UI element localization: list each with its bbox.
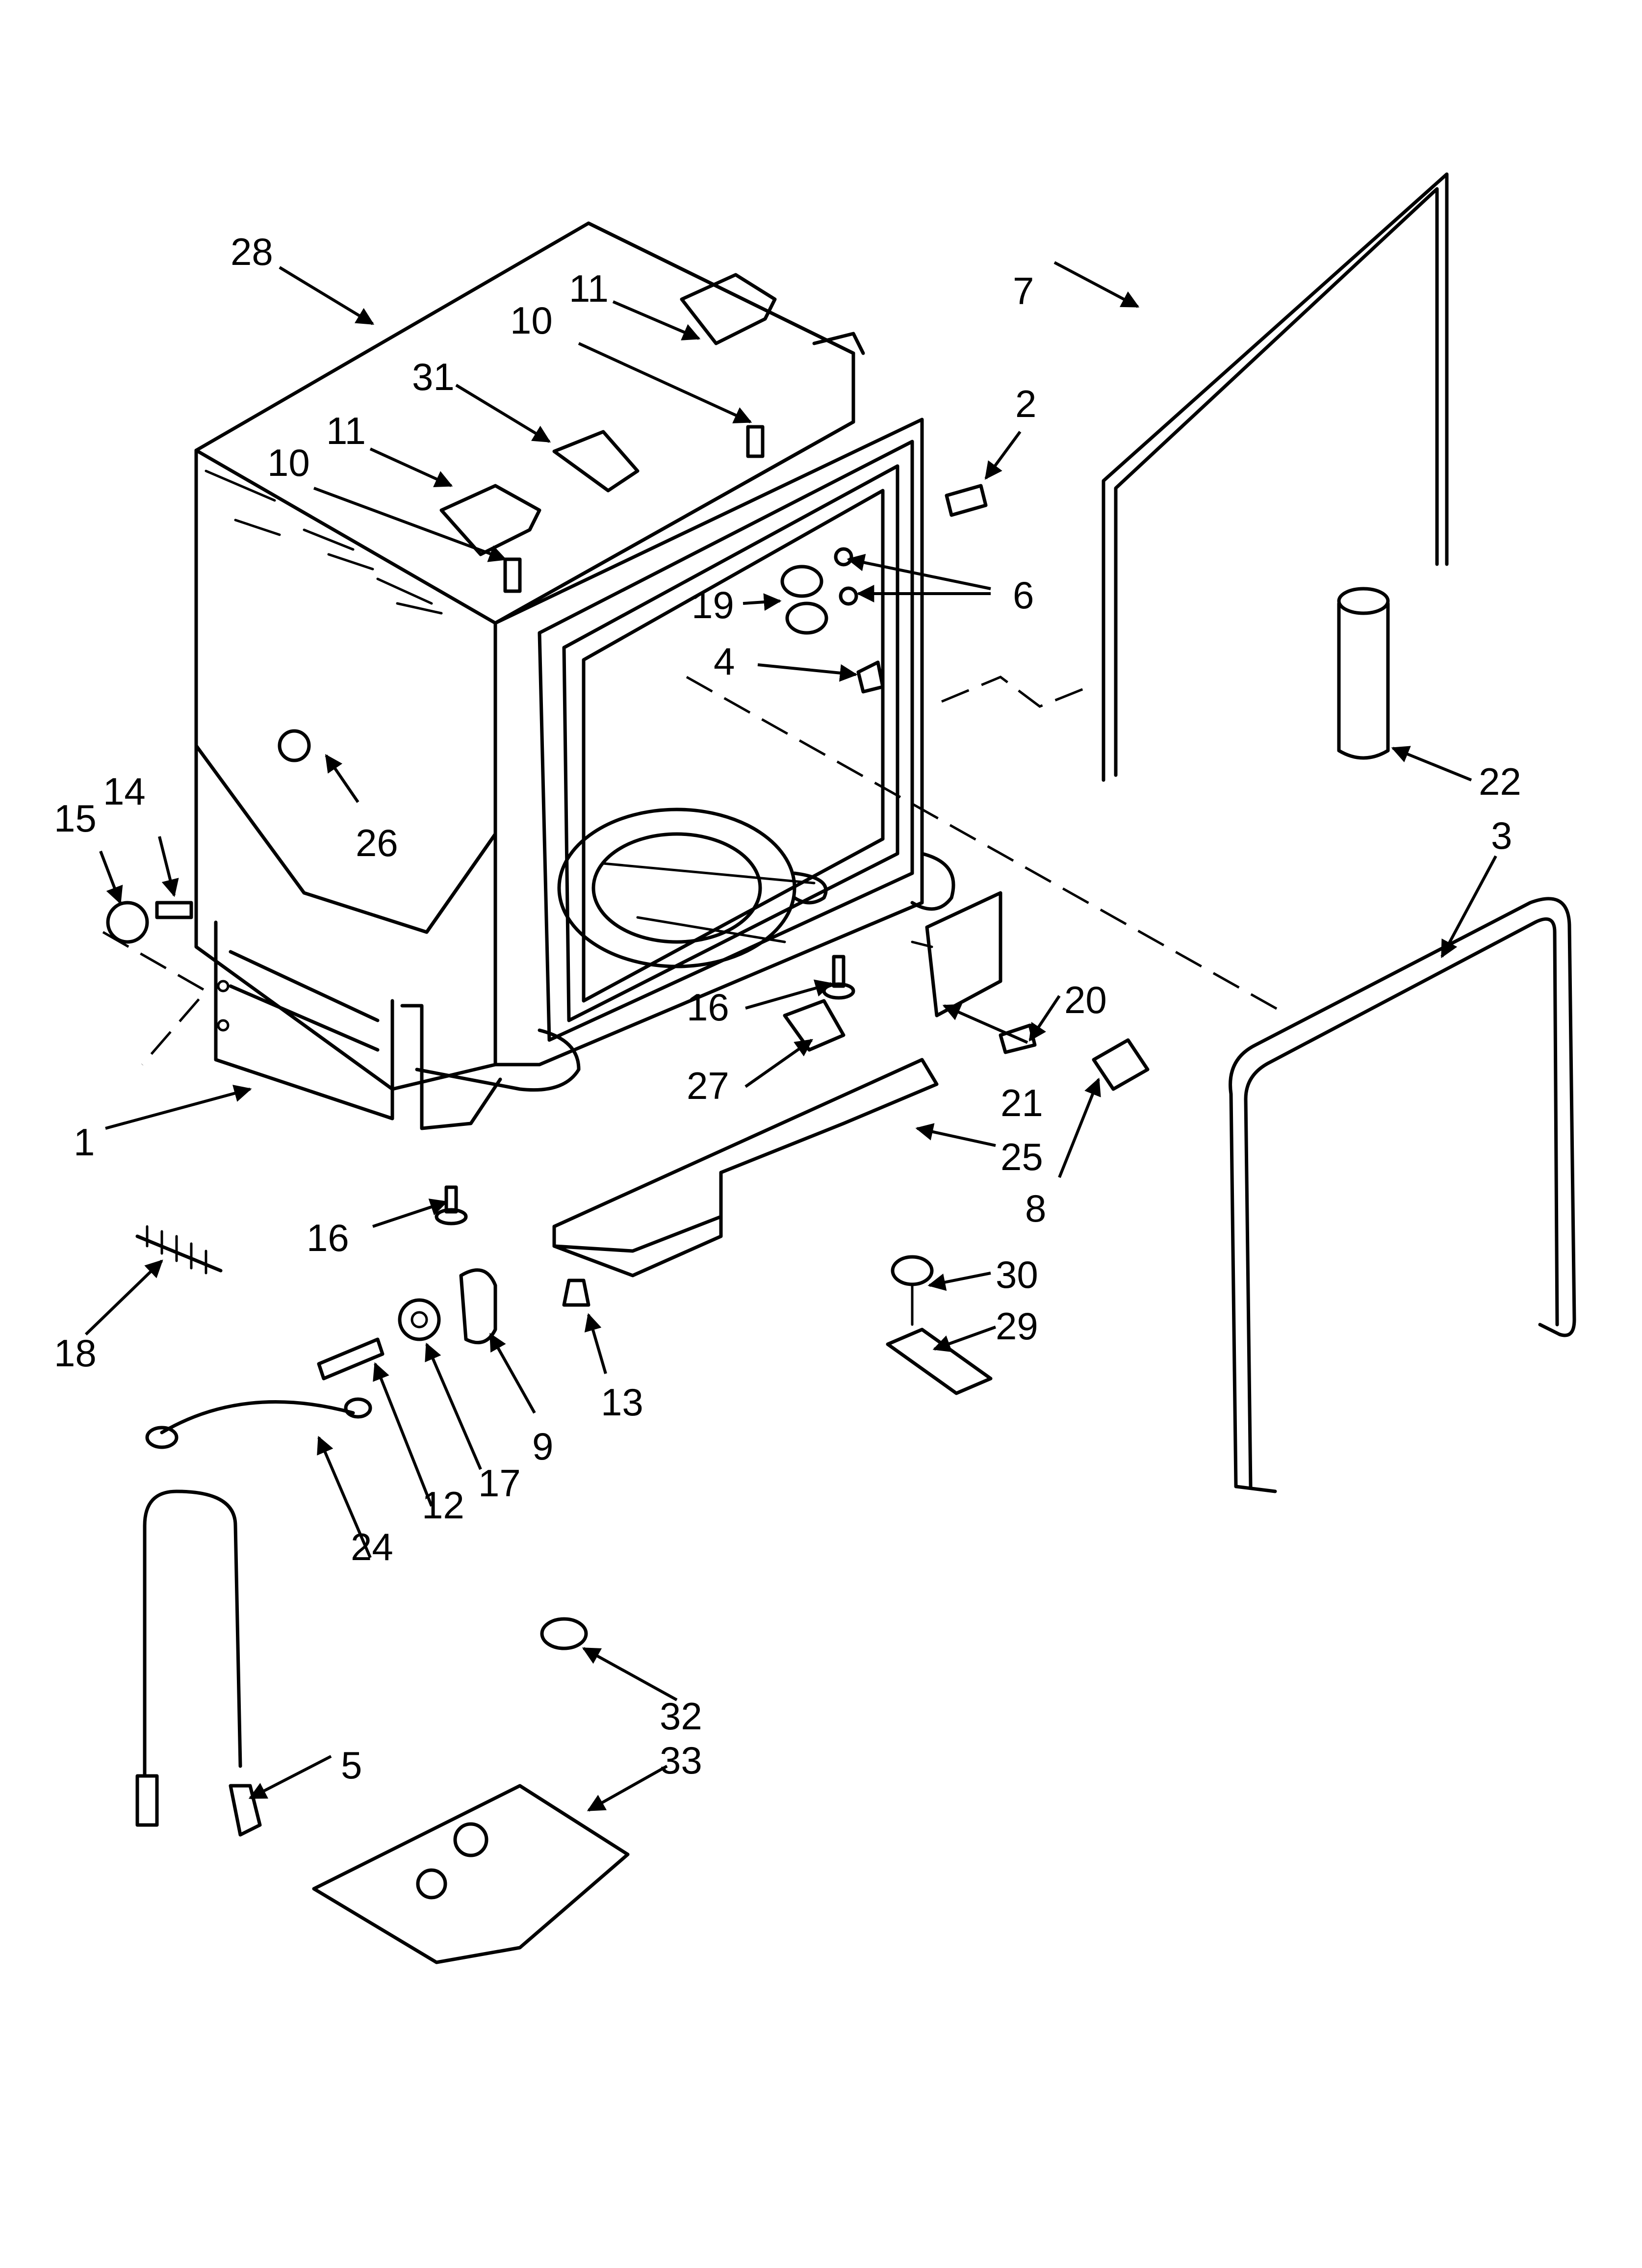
part-3-gasket xyxy=(1229,897,1576,1493)
callouts: 28 11 10 31 11 10 7 2 6 19 4 26 14 15 22… xyxy=(54,230,1521,1787)
part-7-gasket xyxy=(1102,172,1449,782)
callout-31: 31 xyxy=(412,355,455,398)
callout-13: 13 xyxy=(601,1381,643,1424)
callout-33: 33 xyxy=(660,1739,702,1782)
alignment-line xyxy=(941,676,1089,708)
callout-19: 19 xyxy=(692,583,734,626)
callout-15: 15 xyxy=(54,797,97,840)
callout-18: 18 xyxy=(54,1331,97,1375)
callout-20: 20 xyxy=(1064,978,1107,1021)
callout-8: 8 xyxy=(1025,1187,1046,1230)
alignment-line xyxy=(102,931,208,1066)
callout-25: 25 xyxy=(1001,1135,1043,1178)
callout-22: 22 xyxy=(1479,760,1521,803)
callout-10: 10 xyxy=(267,441,310,484)
tub-assembly xyxy=(194,221,955,1130)
callout-14: 14 xyxy=(103,770,146,813)
callout-7: 7 xyxy=(1013,269,1034,313)
alignment-line xyxy=(686,676,1281,1012)
callout-5: 5 xyxy=(341,1744,362,1787)
callout-16: 16 xyxy=(687,986,729,1029)
callout-3: 3 xyxy=(1491,814,1512,857)
callout-30: 30 xyxy=(996,1253,1038,1296)
callout-12: 12 xyxy=(422,1484,464,1527)
callout-24: 24 xyxy=(351,1525,393,1568)
callout-29: 29 xyxy=(996,1304,1038,1348)
part-22-tube xyxy=(1337,587,1390,760)
callout-9: 9 xyxy=(532,1425,553,1468)
callout-16: 16 xyxy=(307,1216,349,1259)
callout-2: 2 xyxy=(1015,382,1036,425)
callout-21: 21 xyxy=(1001,1081,1043,1124)
leader-lines xyxy=(84,261,1497,1812)
callout-1: 1 xyxy=(74,1121,95,1164)
callout-6: 6 xyxy=(1013,574,1034,617)
callout-10: 10 xyxy=(510,299,553,342)
callout-4: 4 xyxy=(714,640,735,683)
callout-17: 17 xyxy=(478,1461,521,1505)
callout-11: 11 xyxy=(326,409,366,452)
callout-11: 11 xyxy=(569,267,609,310)
callout-28: 28 xyxy=(231,230,273,273)
callout-27: 27 xyxy=(687,1064,729,1107)
callout-32: 32 xyxy=(660,1694,702,1738)
callout-26: 26 xyxy=(356,821,398,864)
